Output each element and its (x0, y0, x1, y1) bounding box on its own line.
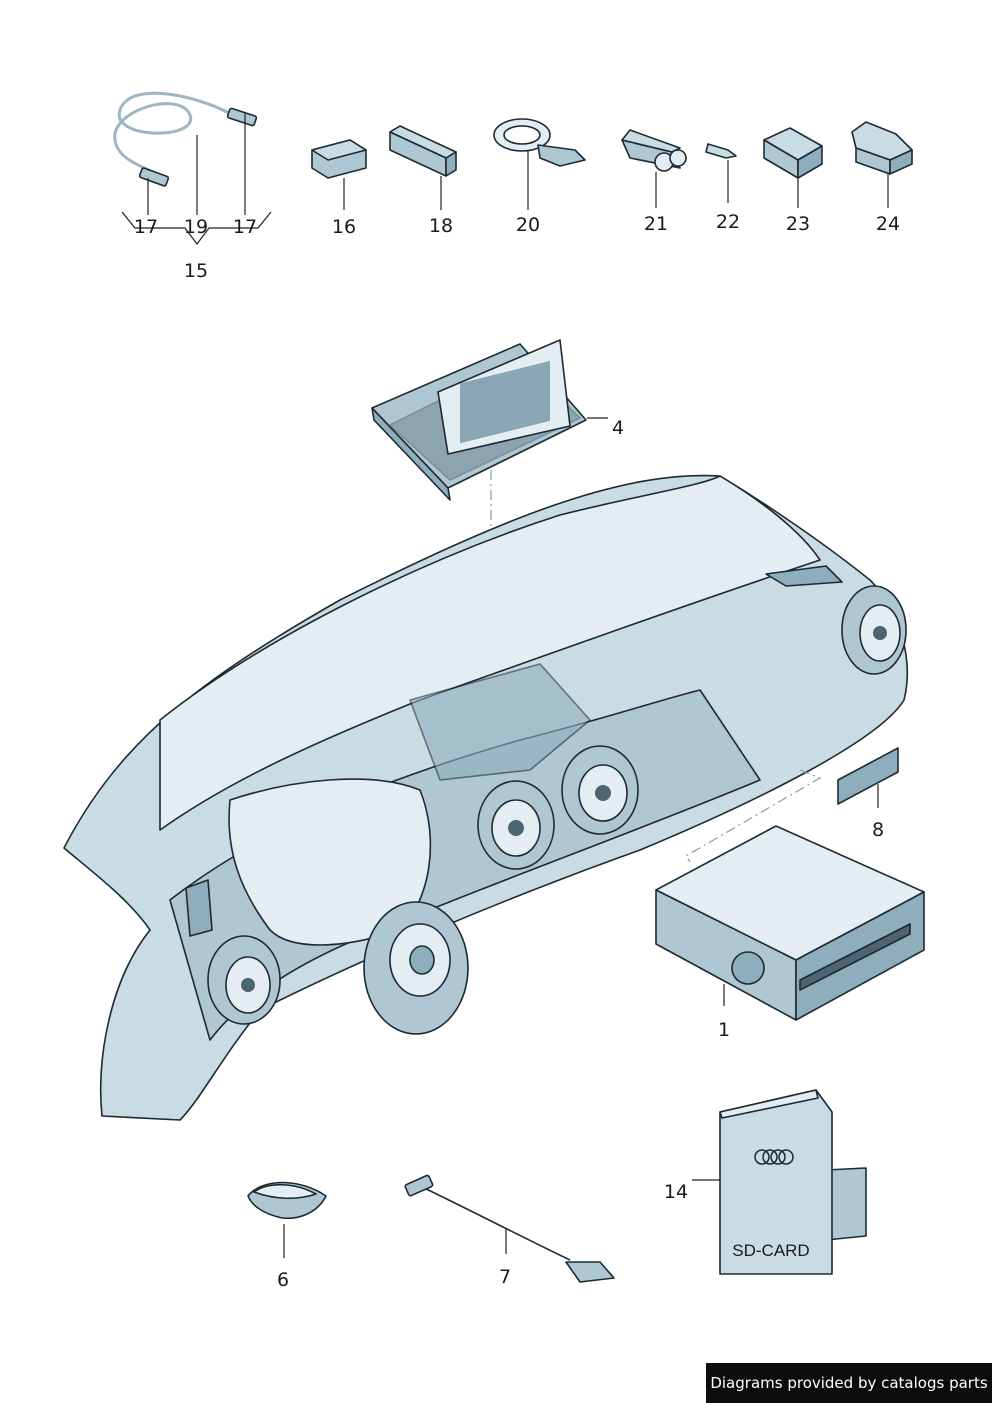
manual-label: SD-CARD (732, 1241, 809, 1260)
callout-15: 15 (184, 260, 208, 282)
display-unit-4-part (371, 339, 587, 501)
callout-21: 21 (644, 213, 668, 235)
radio-module-1-part (655, 825, 925, 1021)
callout-16: 16 (332, 216, 356, 238)
callout-18: 18 (429, 215, 453, 237)
antenna-cable-7-part (404, 1174, 615, 1283)
callout-8: 8 (872, 819, 884, 841)
callout-1: 1 (718, 1019, 730, 1041)
callout-6: 6 (277, 1269, 289, 1291)
callout-19: 19 (184, 216, 208, 238)
label-strip-8-part (837, 747, 899, 805)
pad-23-part (763, 127, 823, 179)
air-vent-right (841, 585, 907, 675)
air-vent-center-left (477, 780, 555, 870)
four-rings-logo-icon (754, 1149, 794, 1165)
callout-17-left: 17 (134, 216, 158, 238)
callout-4: 4 (612, 417, 624, 439)
air-vent-center-right (561, 745, 639, 835)
callout-23: 23 (786, 213, 810, 235)
steering-hub (363, 901, 469, 1035)
callout-22: 22 (716, 211, 740, 233)
connector-18-part (389, 125, 457, 177)
double-tube-21-part (621, 129, 687, 172)
coiled-cable-part (113, 91, 258, 187)
callout-14: 14 (664, 1181, 688, 1203)
dashboard-part (63, 474, 908, 1121)
air-vent-left (207, 935, 281, 1025)
connector-16-part (311, 139, 367, 179)
sd-card-manual-14-part: SD-CARD (719, 1089, 867, 1275)
callout-20: 20 (516, 214, 540, 236)
antenna-6-part (247, 1181, 327, 1220)
clip-24-part (851, 121, 913, 175)
callout-7: 7 (499, 1266, 511, 1288)
plug-22-part (705, 143, 737, 159)
callout-24: 24 (876, 213, 900, 235)
ring-harness-20-part (493, 118, 586, 167)
callout-17-right: 17 (233, 216, 257, 238)
footer-credit: Diagrams provided by catalogs parts (706, 1363, 992, 1403)
